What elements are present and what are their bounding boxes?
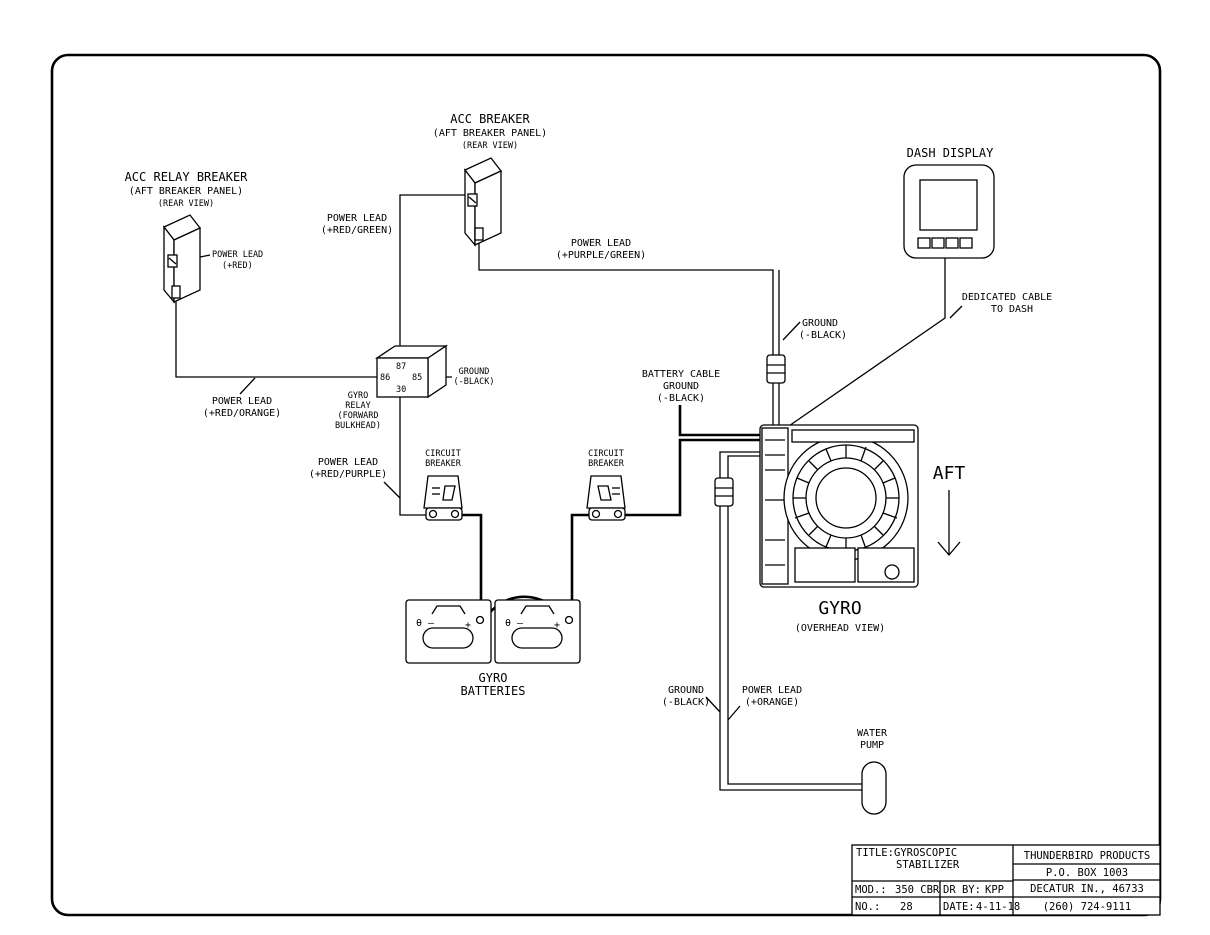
svg-text:+: + — [465, 620, 471, 631]
relay-pin-86: 86 — [380, 373, 390, 383]
gyro-relay-line4: BULKHEAD) — [335, 421, 381, 431]
acc-breaker-title: ACC BREAKER — [450, 112, 530, 126]
dash-display-title: DASH DISPLAY — [907, 146, 994, 160]
acc-relay-breaker-line2: (AFT BREAKER PANEL) — [129, 186, 243, 197]
svg-text:θ: θ — [505, 618, 511, 629]
svg-text:—: — — [428, 618, 435, 629]
acc-breaker: ACC BREAKER (AFT BREAKER PANEL) (REAR VI… — [433, 112, 547, 247]
gyro-batteries-line1: GYRO — [479, 671, 508, 685]
po-box: P.O. BOX 1003 — [1046, 867, 1128, 879]
water-pump-line2: PUMP — [860, 740, 884, 751]
acc-relay-breaker-line3: (REAR VIEW) — [158, 199, 214, 209]
mod-value: 350 CBR — [895, 884, 940, 896]
circuit-breaker-right-line1: CIRCUIT — [588, 449, 624, 459]
power-lead-red-line2: (+RED) — [222, 261, 253, 271]
date-value: 4-11-18 — [976, 901, 1020, 913]
power-lead-orange-line2: (+ORANGE) — [745, 697, 799, 708]
circuit-breaker-right: CIRCUIT BREAKER — [586, 449, 626, 521]
title-label: TITLE: — [856, 847, 894, 859]
dedicated-cable-line1: DEDICATED CABLE — [962, 292, 1052, 303]
ground-black-pump-line2: (-BLACK) — [662, 697, 710, 708]
gyro-subtitle: (OVERHEAD VIEW) — [795, 623, 885, 634]
relay-pin-30: 30 — [396, 385, 406, 395]
dash-display: DASH DISPLAY — [903, 146, 995, 259]
svg-text:+: + — [554, 620, 560, 631]
water-pump: WATER PUMP — [857, 728, 888, 815]
city: DECATUR IN., 46733 — [1030, 883, 1144, 895]
wire-pump-ground — [719, 451, 862, 791]
wire-purple-green — [478, 240, 774, 355]
ground-black-relay-line1: GROUND — [459, 367, 490, 377]
no-value: 28 — [900, 901, 913, 913]
acc-relay-breaker: ACC RELAY BREAKER (AFT BREAKER PANEL) (R… — [125, 170, 249, 304]
acc-relay-breaker-title: ACC RELAY BREAKER — [125, 170, 249, 184]
drawing-border — [50, 53, 1162, 917]
wire-breaker-gyro — [623, 438, 762, 517]
gyro-relay-line2: RELAY — [345, 401, 371, 411]
dedicated-cable-line2: TO DASH — [991, 304, 1033, 315]
battery-cable-ground-line2: GROUND — [663, 381, 699, 392]
power-lead-orange-line1: POWER LEAD — [742, 685, 802, 696]
ground-black-top-line2: (-BLACK) — [799, 330, 847, 341]
power-lead-red-line1: POWER LEAD — [212, 250, 263, 260]
wire-breaker-battery — [460, 513, 483, 620]
date-label: DATE: — [943, 901, 975, 913]
svg-text:θ: θ — [416, 618, 422, 629]
relay-pin-87: 87 — [396, 362, 406, 372]
aft-indicator: AFT — [933, 463, 966, 557]
power-lead-red-purple-line2: (+RED/PURPLE) — [309, 469, 387, 480]
ground-black-relay-line2: (-BLACK) — [454, 377, 495, 387]
gyro-relay-line1: GYRO — [348, 391, 368, 401]
wire-battery-breaker — [570, 513, 590, 620]
circuit-breaker-right-line2: BREAKER — [588, 459, 625, 469]
circuit-breaker-left-line2: BREAKER — [425, 459, 462, 469]
aft-label: AFT — [933, 463, 966, 484]
wire-dedicated-dash — [785, 258, 946, 429]
battery-cable-ground-line1: BATTERY CABLE — [642, 369, 720, 380]
fitting-pump — [714, 477, 734, 507]
title-line1: GYROSCOPIC — [894, 847, 957, 859]
gyro-batteries-line2: BATTERIES — [460, 684, 525, 698]
water-pump-line1: WATER — [857, 728, 888, 739]
wire-pump-power — [727, 455, 862, 785]
no-label: NO.: — [855, 901, 880, 913]
gyro-unit — [759, 424, 919, 588]
wire-red-green — [399, 194, 468, 362]
company-name: THUNDERBIRD PRODUCTS — [1024, 850, 1150, 862]
power-lead-purple-green-line2: (+PURPLE/GREEN) — [556, 250, 646, 261]
gyro-relay-line3: (FORWARD — [338, 411, 379, 421]
wire-battery-ground — [678, 405, 762, 437]
ground-black-top-line1: GROUND — [802, 318, 838, 329]
gyro-title: GYRO — [818, 598, 861, 619]
fitting-top — [766, 354, 786, 384]
circuit-breaker-left: CIRCUIT BREAKER — [423, 449, 463, 521]
circuit-breaker-left-line1: CIRCUIT — [425, 449, 461, 459]
power-lead-red-purple-line1: POWER LEAD — [318, 457, 378, 468]
wire-red-orange — [175, 300, 386, 378]
dr-value: KPP — [985, 884, 1004, 896]
power-lead-red-orange-line1: POWER LEAD — [212, 396, 272, 407]
battery-cable-ground-line3: (-BLACK) — [657, 393, 705, 404]
power-lead-red-orange-line2: (+RED/ORANGE) — [203, 408, 281, 419]
title-line2: STABILIZER — [896, 859, 960, 871]
power-lead-red-green-line2: (+RED/GREEN) — [321, 225, 393, 236]
gyro-relay: 87 86 85 30 GYRO RELAY (FORWARD BULKHEAD… — [335, 344, 449, 431]
wire-red-purple — [399, 392, 426, 516]
power-lead-red-green-line1: POWER LEAD — [327, 213, 387, 224]
power-lead-purple-green-line1: POWER LEAD — [571, 238, 631, 249]
phone: (260) 724-9111 — [1043, 901, 1132, 913]
acc-breaker-line3: (REAR VIEW) — [462, 141, 518, 151]
title-block: TITLE: GYROSCOPIC STABILIZER THUNDERBIRD… — [851, 844, 1161, 916]
ground-black-pump-line1: GROUND — [668, 685, 704, 696]
mod-label: MOD.: — [855, 884, 887, 896]
acc-breaker-line2: (AFT BREAKER PANEL) — [433, 128, 547, 139]
relay-pin-85: 85 — [412, 373, 422, 383]
svg-text:—: — — [517, 618, 524, 629]
gyro-batteries: θ — + θ — + GYRO BATTERIES — [405, 599, 581, 698]
dr-label: DR BY: — [943, 884, 981, 896]
